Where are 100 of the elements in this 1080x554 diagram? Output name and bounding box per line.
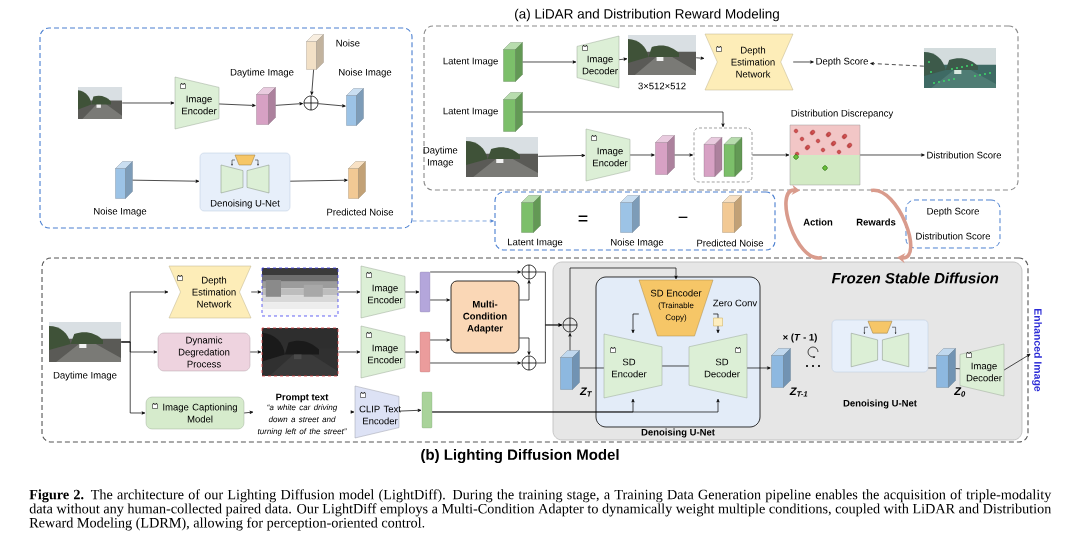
arrow <box>629 153 655 157</box>
arrow <box>716 325 720 334</box>
feature-map-label: Z$_{T}$ <box>579 387 592 397</box>
arrow <box>429 298 450 302</box>
arrow <box>429 270 521 274</box>
plot-title: Distribution Discrepancy <box>791 109 894 119</box>
arrow <box>618 57 628 61</box>
figure-caption: Figure 2. The architecture of our Lighting Diffusion model (LightDiff). During the training stage, a Training Data Generation pipeline enables the acquisition of triple-modality data without any human-collected paired data. Our LightDiff employs a Multi-Condition Adapter to dynamically weight multiple conditions, coupled with LiDAR and Distribution Reward Modeling (LDRM), allowing for perception-oriented control. <box>29 489 1052 531</box>
panel-title: (b) Lighting Diffusion Model <box>421 448 619 463</box>
feature-map-label: Noise Image <box>94 207 147 217</box>
arrow <box>746 366 771 370</box>
encoder-trapezoid: SD Encoder <box>603 333 663 399</box>
arrow <box>859 153 925 157</box>
feature-map-group <box>693 127 753 183</box>
edge-label: Action <box>802 217 834 227</box>
arrow <box>289 178 348 182</box>
arrow <box>537 153 586 158</box>
decoder-trapezoid: SD Decoder <box>688 333 748 399</box>
arrow <box>695 56 705 60</box>
arrow <box>519 337 531 355</box>
arrow <box>631 313 640 334</box>
arrow <box>398 408 422 412</box>
arrow <box>784 184 823 260</box>
unet-box: Denoising U-Net <box>199 152 291 212</box>
arrow <box>568 333 572 351</box>
process-box: Image Captioning Model <box>145 396 245 430</box>
process-box: Dynamic Degredation Process <box>157 332 251 372</box>
block-label: Denoising U-Net <box>641 428 715 438</box>
arrow <box>536 323 562 364</box>
arrow <box>275 102 304 106</box>
network-block: Depth Estimation Network <box>168 265 252 319</box>
edge-label: Rewards <box>855 217 897 227</box>
arrow <box>429 338 450 342</box>
encoder-trapezoid: Image Encoder <box>360 325 406 379</box>
feature-map-label: Predicted Noise <box>327 208 394 216</box>
arrow <box>250 290 262 294</box>
panel-title: (a) LiDAR and Distribution Reward Modeling <box>515 8 779 22</box>
network-block: Depth Estimation Network <box>704 33 794 91</box>
plus-circle <box>303 95 319 111</box>
photo <box>924 48 996 88</box>
connector-line <box>712 313 719 319</box>
feature-map-label: Latent Image <box>508 238 563 248</box>
arrow <box>243 410 254 414</box>
block-label: Zero Conv <box>713 299 758 307</box>
photo <box>78 87 122 119</box>
connector-line <box>661 365 690 367</box>
feature-map-label: Predicted Noise <box>697 239 764 247</box>
output-label: Distribution Score <box>927 151 1002 159</box>
connector-line <box>927 367 937 369</box>
encoder-trapezoid: CLIP Text Encoder <box>354 385 401 439</box>
arrow <box>522 111 725 127</box>
symbol-label: − <box>678 216 688 218</box>
symbol-label: = <box>578 215 588 222</box>
arrow <box>249 350 262 354</box>
arrow <box>431 398 720 413</box>
prompt-heading: Prompt text <box>276 393 329 403</box>
arrow <box>412 219 494 223</box>
output-label: Enhanced Image <box>1032 309 1042 392</box>
arrow <box>569 267 678 318</box>
arrow <box>404 350 420 354</box>
dashed-frame <box>494 191 776 251</box>
plus-circle <box>521 355 537 371</box>
dashed-frame <box>39 27 413 229</box>
photo <box>261 267 339 317</box>
feature-bar <box>419 331 431 373</box>
arrow <box>337 350 361 354</box>
feature-map-label: Noise Image <box>339 68 392 78</box>
arrow <box>132 179 200 183</box>
arrow <box>792 60 814 64</box>
feature-bar <box>421 391 433 429</box>
feature-bar <box>419 271 431 313</box>
arrow <box>674 153 693 157</box>
feature-map-label: Latent Image <box>443 57 498 67</box>
process-box: Multi-Condition Adapter <box>450 280 520 354</box>
image-caption: 3×512×512 <box>638 82 686 90</box>
feature-map-label: Z$_{T-1}$ <box>789 387 808 397</box>
arrow <box>310 69 314 96</box>
prompt-text: “a white car driving down a street and turning left of the street” <box>257 404 347 436</box>
arrow <box>522 60 577 64</box>
encoder-trapezoid: Image Encoder <box>174 76 220 130</box>
photo <box>261 327 339 377</box>
arrow <box>120 341 146 415</box>
arrow <box>349 410 355 414</box>
arrow <box>870 188 913 264</box>
arrow <box>404 290 420 294</box>
arrow <box>121 101 175 105</box>
arrow <box>870 62 925 67</box>
arrow <box>1003 353 1031 371</box>
encoder-trapezoid: Image Encoder <box>585 128 631 182</box>
image-caption: Daytime Image <box>53 371 117 381</box>
image-caption: Daytime Image <box>423 146 458 168</box>
decoder-trapezoid: Image Decoder <box>576 35 620 89</box>
arrow <box>519 280 531 301</box>
output-label: Depth Score <box>816 57 868 67</box>
arrow <box>318 103 346 108</box>
encoder-trapezoid: SD Encoder (Trainable Copy) <box>638 279 714 337</box>
connector-line <box>579 367 605 369</box>
block-label: Denoising U-Net <box>843 399 917 409</box>
feature-map-label: Noise Image <box>611 238 664 248</box>
plus-circle <box>562 317 578 333</box>
